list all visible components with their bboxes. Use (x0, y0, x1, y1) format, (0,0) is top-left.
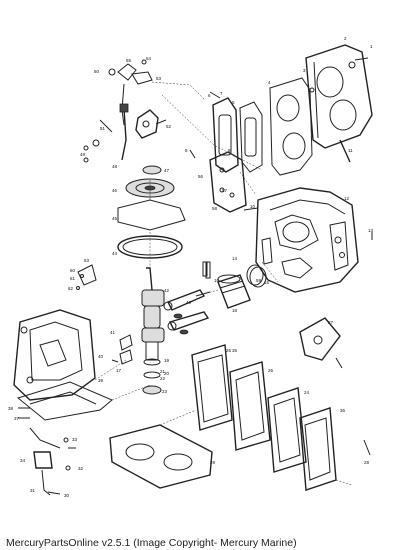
small-fittings[interactable] (83, 119, 113, 163)
callout-25: 25 (226, 348, 232, 353)
connecting-rods[interactable] (163, 289, 210, 331)
callout-29: 29 (210, 460, 216, 465)
callout-55: 55 (126, 58, 132, 63)
callout-31: 31 (30, 488, 36, 493)
cylinder-head-cover[interactable] (305, 44, 373, 149)
flywheel-stator-assembly[interactable] (117, 165, 186, 259)
callout-19: 19 (164, 358, 170, 363)
callout-32: 32 (78, 466, 84, 471)
callout-42: 42 (164, 288, 170, 293)
bracket-right[interactable] (299, 317, 343, 369)
callout-27: 27 (328, 320, 334, 325)
callout-40: 40 (98, 354, 104, 359)
callout-20: 20 (164, 371, 170, 376)
callout-39: 39 (98, 378, 104, 383)
intake-gasket[interactable] (109, 424, 213, 489)
cylinder-block[interactable] (255, 187, 359, 293)
throttle-linkage[interactable] (108, 59, 153, 126)
callout-43: 43 (186, 300, 192, 305)
callout-61: 61 (70, 276, 76, 281)
crank-bearings[interactable] (111, 313, 189, 365)
callout-58: 58 (212, 206, 218, 211)
callout-48: 48 (112, 164, 118, 169)
callout-labels: 1 2 3 4 5 6 7 8 9 10 11 12 13 14 15 16 1… (8, 36, 374, 498)
callout-17: 17 (116, 368, 122, 373)
reed-plate-3[interactable] (267, 387, 307, 473)
callout-13: 13 (368, 228, 374, 233)
leader-lines (94, 81, 353, 486)
callout-28: 28 (364, 460, 370, 465)
callout-5: 5 (232, 100, 235, 105)
callout-6: 6 (208, 93, 211, 98)
callout-21: 21 (160, 369, 166, 374)
cable-assembly[interactable] (119, 103, 129, 161)
bypass-cover[interactable] (209, 151, 247, 213)
crankcase-cover[interactable] (13, 309, 96, 401)
head-gasket[interactable] (269, 77, 313, 176)
exhaust-gasket[interactable] (239, 101, 263, 173)
callout-9: 9 (228, 148, 231, 153)
callout-33: 33 (72, 437, 78, 442)
callout-59: 59 (256, 278, 262, 283)
callout-22: 22 (160, 376, 166, 381)
callout-10: 10 (250, 204, 256, 209)
callout-26: 26 (268, 368, 274, 373)
callout-1: 1 (370, 44, 373, 49)
callout-51: 51 (100, 126, 106, 131)
choke-valve[interactable] (135, 109, 167, 139)
callout-34: 34 (20, 458, 26, 463)
callout-62: 62 (68, 286, 74, 291)
callout-24: 24 (304, 390, 310, 395)
callout-14: 14 (232, 256, 238, 261)
crankshaft[interactable] (141, 267, 165, 395)
callout-38: 38 (8, 406, 14, 411)
callout-50: 50 (94, 69, 100, 74)
callout-47: 47 (164, 168, 170, 173)
hardware-bolts[interactable] (18, 57, 373, 495)
bracket-left[interactable] (76, 264, 97, 290)
callout-63: 63 (84, 258, 90, 263)
callout-56: 56 (198, 174, 204, 179)
reed-plate-2[interactable] (229, 361, 271, 451)
piston[interactable] (217, 274, 251, 309)
callout-45: 45 (112, 216, 118, 221)
exploded-parts-diagram: 1 2 3 4 5 6 7 8 9 10 11 12 13 14 15 16 1… (8, 36, 374, 498)
callout-53: 53 (156, 76, 162, 81)
reed-plate-4[interactable] (299, 407, 337, 491)
callout-4: 4 (268, 80, 271, 85)
callout-16: 16 (214, 278, 220, 283)
drain-parts[interactable] (29, 427, 71, 496)
callout-18: 18 (232, 308, 238, 313)
callout-35: 35 (232, 348, 238, 353)
image-caption: MercuryPartsOnline v2.5.1 (Image Copyrig… (6, 537, 297, 549)
callout-57: 57 (222, 188, 228, 193)
exhaust-cover-plate[interactable] (212, 97, 239, 173)
callout-41: 41 (110, 330, 116, 335)
callout-23: 23 (162, 389, 168, 394)
callout-8: 8 (185, 148, 188, 153)
callout-11: 11 (348, 148, 353, 153)
callout-2: 2 (344, 36, 347, 41)
callout-15: 15 (264, 280, 270, 285)
callout-44: 44 (112, 251, 118, 256)
callout-30: 30 (64, 493, 70, 498)
callout-37: 37 (14, 416, 20, 421)
callout-46: 46 (112, 188, 118, 193)
callout-3: 3 (303, 68, 306, 73)
reed-plate-1[interactable] (191, 344, 233, 431)
callout-36: 36 (340, 408, 346, 413)
callout-52: 52 (166, 124, 172, 129)
callout-7: 7 (220, 91, 223, 96)
crankcase-gasket[interactable] (16, 381, 113, 421)
piston-rings[interactable] (246, 264, 267, 288)
callout-60: 60 (70, 268, 76, 273)
callout-12: 12 (344, 196, 350, 201)
callout-54: 54 (146, 56, 152, 61)
callout-49: 49 (80, 152, 86, 157)
